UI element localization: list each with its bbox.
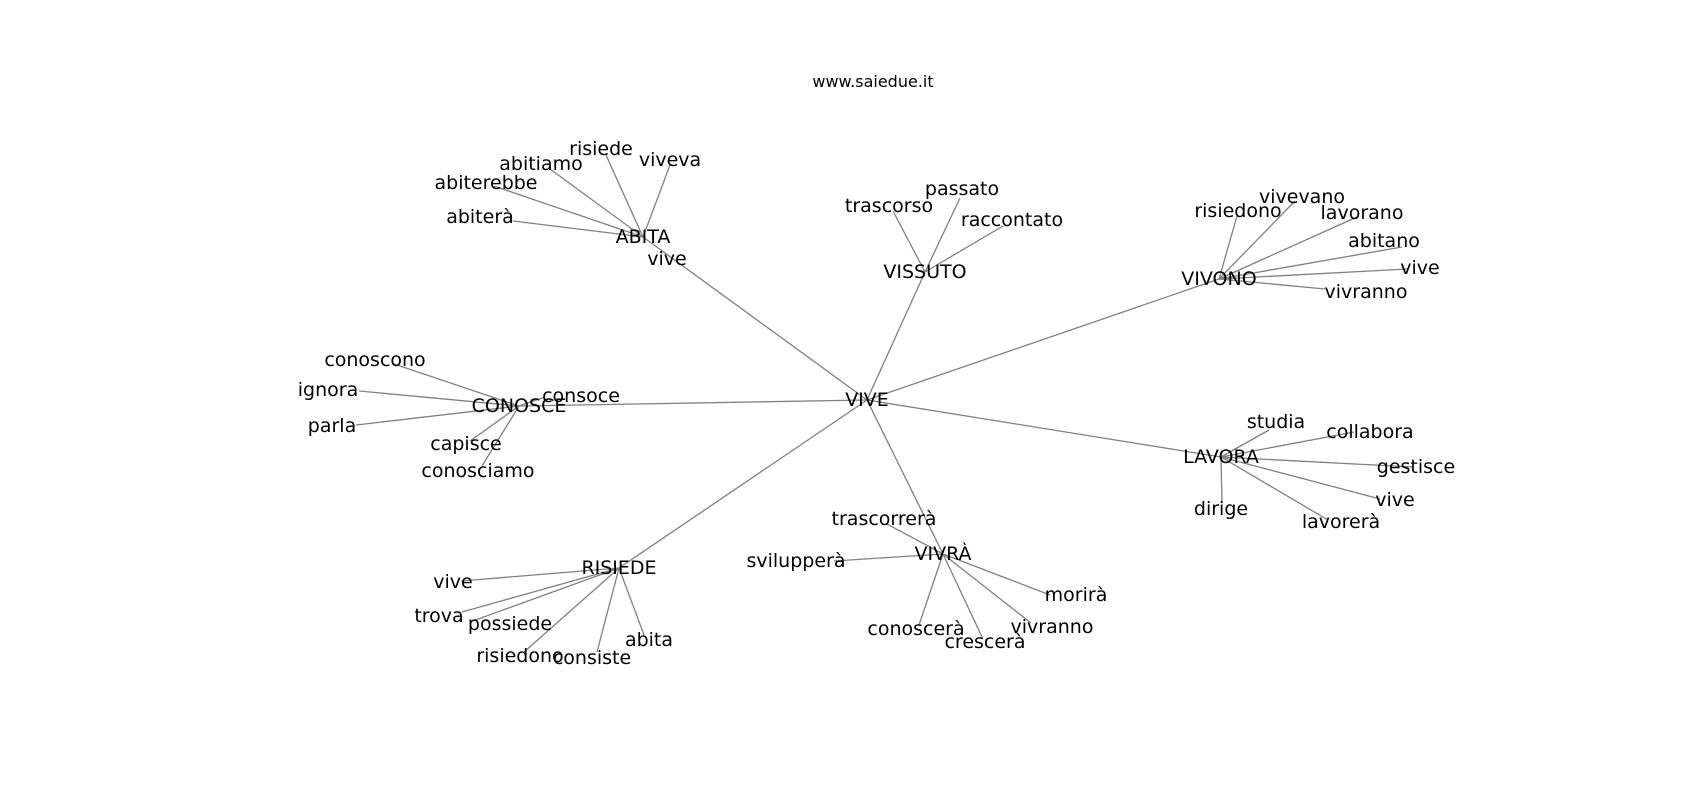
node-leaf-conosce-parla: parla — [308, 415, 356, 437]
node-hub-vivra: VIVRÀ — [914, 542, 971, 565]
edge-conosce-parla — [355, 405, 520, 426]
node-leaf-vivra-crescera: crescerà — [944, 631, 1025, 653]
edge-vivono-abitano — [1218, 246, 1403, 280]
edge-conosce-ignora — [358, 390, 520, 407]
edge-vive-vivra — [866, 399, 944, 555]
node-hub-conosce: CONOSCE — [472, 395, 567, 417]
edge-lavora-vive — [1220, 456, 1381, 500]
node-leaf-vivono-lavorano: lavorano — [1321, 202, 1404, 224]
edge-abita-viveva — [642, 164, 671, 238]
edge-abita-abiterebbe — [493, 185, 644, 238]
node-leaf-vivono-vivevano: vivevano — [1259, 186, 1345, 208]
edge-vivra-vivranno — [942, 553, 1032, 624]
node-leaf-vivono-vive: vive — [1400, 257, 1439, 279]
edge-lavora-dirige — [1220, 456, 1223, 504]
edge-risiede-trova — [461, 567, 620, 613]
edge-vivra-trascorrera — [886, 523, 944, 555]
node-hub-vivono: VIVONO — [1181, 268, 1256, 290]
node-leaf-conosce-conoscono: conoscono — [324, 349, 425, 371]
edge-vivono-vivevano — [1218, 200, 1296, 280]
node-leaf-abita-viveva: viveva — [639, 149, 701, 171]
edge-vive-abita — [642, 236, 868, 401]
graph-labels: VIVEABITAvivevivevarisiedeabitiamoabiter… — [298, 138, 1455, 669]
node-center-vive: VIVE — [845, 389, 889, 411]
node-leaf-risiede-abita: abita — [625, 629, 673, 651]
edge-vivono-risiedono — [1218, 215, 1238, 280]
node-leaf-lavora-vive: vive — [1375, 489, 1414, 511]
edge-lavora-studia — [1220, 429, 1270, 458]
node-leaf-risiede-possiede: possiede — [468, 613, 552, 635]
edge-risiede-consiste — [596, 567, 620, 653]
node-leaf-abita-risiede: risiede — [569, 138, 633, 160]
node-leaf-conosce-ignora: ignora — [298, 379, 358, 401]
node-leaf-risiede-vive: vive — [433, 571, 472, 593]
node-hub-abita: ABITA — [616, 226, 671, 248]
edge-risiede-risiedono — [523, 567, 620, 653]
edge-abita-abitera — [512, 220, 644, 238]
edge-vivra-sviluppera — [833, 553, 944, 562]
edge-conosce-consoce — [518, 396, 546, 407]
node-leaf-vivra-conoscera: conoscerà — [867, 618, 964, 640]
graph-edges — [355, 154, 1414, 653]
node-leaf-vivra-trascorrera: trascorrerà — [832, 508, 937, 530]
node-leaf-risiede-consiste: consiste — [553, 647, 631, 669]
edge-risiede-vive — [460, 567, 620, 582]
edge-abita-abitiamo — [549, 168, 644, 238]
edge-vivra-morira — [942, 553, 1051, 596]
edge-conosce-capisce — [469, 405, 520, 442]
node-leaf-vissuto-trascorso: trascorso — [845, 195, 933, 217]
node-leaf-vivono-vivranno: vivranno — [1325, 281, 1408, 303]
node-hub-lavora: LAVORA — [1183, 446, 1259, 468]
edge-vive-lavora — [866, 399, 1222, 458]
edge-vive-vivono — [866, 278, 1220, 401]
node-leaf-conosce-conosciamo: conosciamo — [421, 460, 534, 482]
node-leaf-abita-abitiamo: abitiamo — [499, 153, 583, 175]
node-leaf-lavora-dirige: dirige — [1194, 498, 1248, 520]
edge-risiede-abita — [618, 567, 645, 636]
edge-vivono-lavorano — [1218, 216, 1358, 280]
node-leaf-vivra-morira: morirà — [1045, 584, 1108, 606]
node-leaf-lavora-studia: studia — [1247, 411, 1305, 433]
node-leaf-vissuto-raccontato: raccontato — [961, 209, 1063, 231]
node-leaf-risiede-risiedono: risiedono — [476, 645, 563, 667]
edge-vissuto-passato — [924, 197, 961, 273]
edge-vivono-vive — [1218, 268, 1409, 280]
edge-lavora-collabora — [1220, 431, 1355, 458]
node-leaf-conosce-consoce: consoce — [542, 385, 620, 407]
node-leaf-vivra-sviluppera: svilupperà — [746, 550, 845, 572]
edge-abita-risiede — [605, 154, 644, 238]
edge-lavora-gestisce — [1220, 456, 1414, 468]
edge-vive-vissuto — [866, 271, 926, 401]
node-leaf-lavora-lavorera: lavorerà — [1302, 511, 1380, 533]
edge-vivra-crescera — [942, 553, 984, 640]
node-leaf-abita-abitera: abiterà — [446, 206, 514, 228]
node-leaf-lavora-collabora: collabora — [1326, 421, 1413, 443]
edge-vive-risiede — [618, 399, 868, 569]
site-title: www.saiedue.it — [812, 72, 933, 91]
node-leaf-conosce-capisce: capisce — [430, 433, 501, 455]
edge-conosce-conosciamo — [481, 405, 520, 467]
node-leaf-vissuto-passato: passato — [925, 178, 999, 200]
node-leaf-risiede-trova: trova — [414, 605, 463, 627]
node-leaf-vivono-abitano: abitano — [1348, 230, 1420, 252]
edge-vissuto-trascorso — [892, 210, 926, 273]
node-leaf-lavora-gestisce: gestisce — [1377, 456, 1455, 478]
node-leaf-abita-vive: vive — [647, 248, 686, 270]
node-leaf-vivono-risiedono: risiedono — [1194, 200, 1281, 222]
node-hub-risiede: RISIEDE — [581, 557, 656, 579]
edge-vissuto-raccontato — [924, 225, 1004, 273]
edge-vivra-conoscera — [918, 553, 944, 626]
edge-vive-conosce — [518, 399, 868, 407]
node-hub-vissuto: VISSUTO — [883, 261, 966, 283]
edge-vivono-vivranno — [1218, 278, 1326, 290]
edge-lavora-lavorera — [1220, 456, 1329, 521]
edge-risiede-possiede — [469, 567, 620, 623]
node-leaf-vivra-vivranno: vivranno — [1011, 616, 1094, 638]
edge-conosce-conoscono — [393, 363, 520, 407]
node-leaf-abita-abiterebbe: abiterebbe — [434, 172, 537, 194]
